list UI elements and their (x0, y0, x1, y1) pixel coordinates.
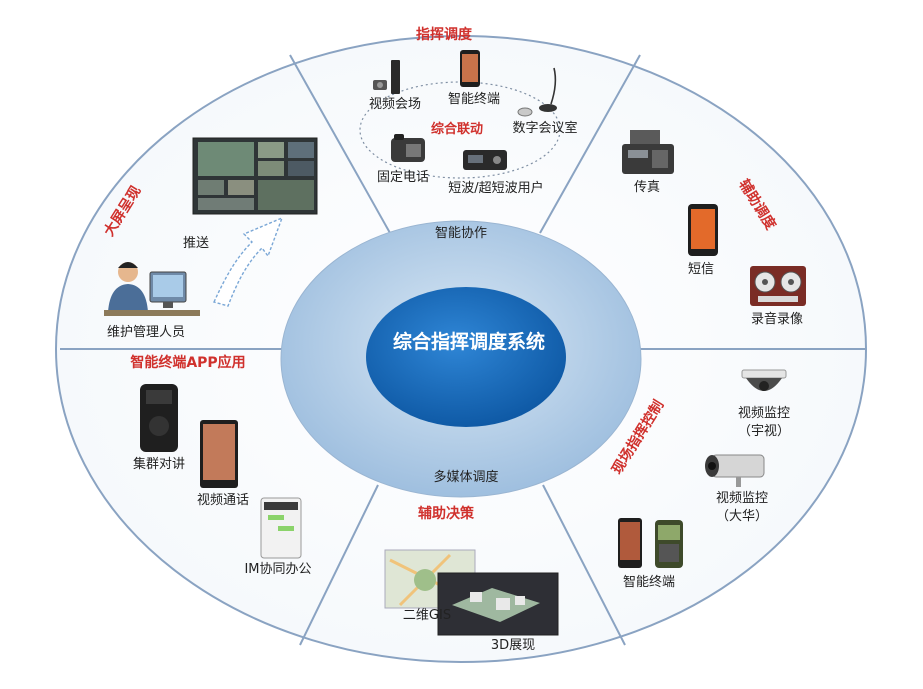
operator-icon (104, 262, 200, 316)
smart-terminal-icon (460, 50, 480, 87)
label-bullet-camera: 视频监控 （大华） (715, 491, 769, 524)
label-fax: 传真 (633, 180, 661, 195)
label-shortwave-users: 短波/超短波用户 (448, 181, 544, 196)
label-fixed-phone: 固定电话 (376, 170, 430, 185)
label-sms: 短信 (687, 262, 715, 277)
section-dividers (60, 54, 866, 646)
ring-label-bottom: 多媒体调度 (433, 470, 499, 485)
field-terminal-icon (618, 518, 683, 568)
video-call-phone-icon (200, 420, 238, 488)
label-video-call: 视频通话 (196, 493, 250, 508)
shortwave-radio-icon (463, 150, 507, 170)
center-title: 综合指挥调度系统 (392, 331, 545, 353)
3d-view-icon (437, 572, 559, 636)
fixed-phone-icon (391, 134, 425, 162)
dome-camera-icon (741, 369, 787, 391)
im-phone-icon (260, 497, 302, 559)
label-operator: 维护管理人员 (106, 325, 186, 340)
label-field-terminal: 智能终端 (622, 575, 676, 590)
digital-meeting-room-icon (517, 67, 557, 117)
label-3d: 3D展现 (490, 638, 536, 653)
ptt-device-icon (140, 384, 178, 452)
video-venue-icon (373, 60, 400, 94)
section-subtitle-linkage: 综合联动 (430, 122, 484, 137)
ring-label-top: 智能协作 (434, 226, 488, 241)
label-recorder: 录音录像 (750, 312, 804, 327)
section-title-command: 指挥调度 (416, 27, 472, 43)
label-video-venue: 视频会场 (368, 97, 422, 112)
label-push: 推送 (183, 236, 210, 251)
label-digital-meeting-room: 数字会议室 (512, 121, 578, 136)
sms-phone-icon (688, 204, 718, 256)
fax-icon (622, 130, 674, 174)
label-im: IM协同办公 (244, 562, 312, 577)
label-smart-terminal: 智能终端 (447, 92, 501, 107)
label-dome-camera: 视频监控 （宇视） (737, 406, 791, 439)
label-ptt: 集群对讲 (132, 457, 186, 472)
section-title-aux-decision: 辅助决策 (418, 506, 474, 522)
center-core (366, 287, 566, 427)
linkage-loop (359, 81, 561, 179)
bullet-camera-icon (705, 454, 765, 487)
push-arrow (213, 216, 284, 307)
recorder-icon (750, 266, 806, 306)
label-gis: 二维GIS (402, 608, 452, 623)
section-title-app: 智能终端APP应用 (130, 355, 246, 371)
big-screen-wall-icon (192, 137, 318, 215)
